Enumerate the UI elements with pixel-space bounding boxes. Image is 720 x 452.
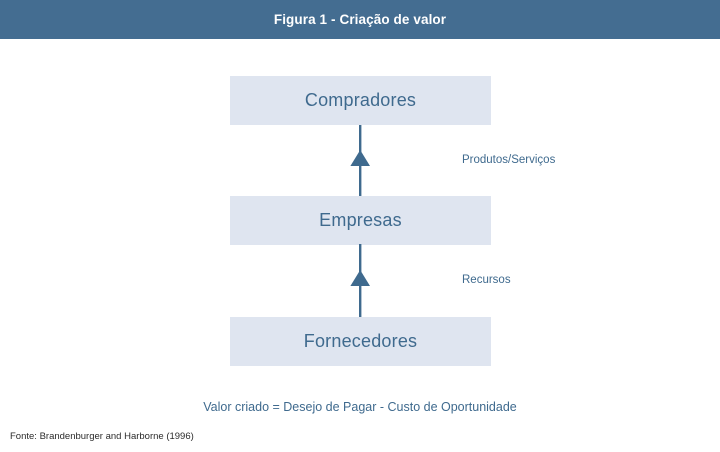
flow-arrow-produtos-servicos xyxy=(350,125,370,196)
flow-label-recursos: Recursos xyxy=(462,274,511,286)
flow-arrow-recursos xyxy=(350,244,370,317)
node-label-empresas: Empresas xyxy=(319,210,402,230)
arrow-up-icon xyxy=(350,244,370,317)
diagram-node-compradores: Compradores xyxy=(230,76,491,125)
source-footnote: Fonte: Brandenburger and Harborne (1996) xyxy=(10,431,194,442)
value-equation-caption: Valor criado = Desejo de Pagar - Custo d… xyxy=(203,400,517,414)
diagram-node-empresas: Empresas xyxy=(230,196,491,245)
node-label-fornecedores: Fornecedores xyxy=(303,331,418,351)
node-label-compradores: Compradores xyxy=(304,90,417,110)
arrow-up-icon xyxy=(350,125,370,196)
diagram-node-fornecedores: Fornecedores xyxy=(230,317,491,366)
value-creation-diagram: Compradores Produtos/Serviços Empresas R… xyxy=(0,39,720,452)
flow-label-produtos-servicos: Produtos/Serviços xyxy=(462,154,556,166)
figure-header-bar: Figura 1 - Criação de valor xyxy=(0,0,720,39)
figure-title: Figura 1 - Criação de valor xyxy=(273,12,447,27)
